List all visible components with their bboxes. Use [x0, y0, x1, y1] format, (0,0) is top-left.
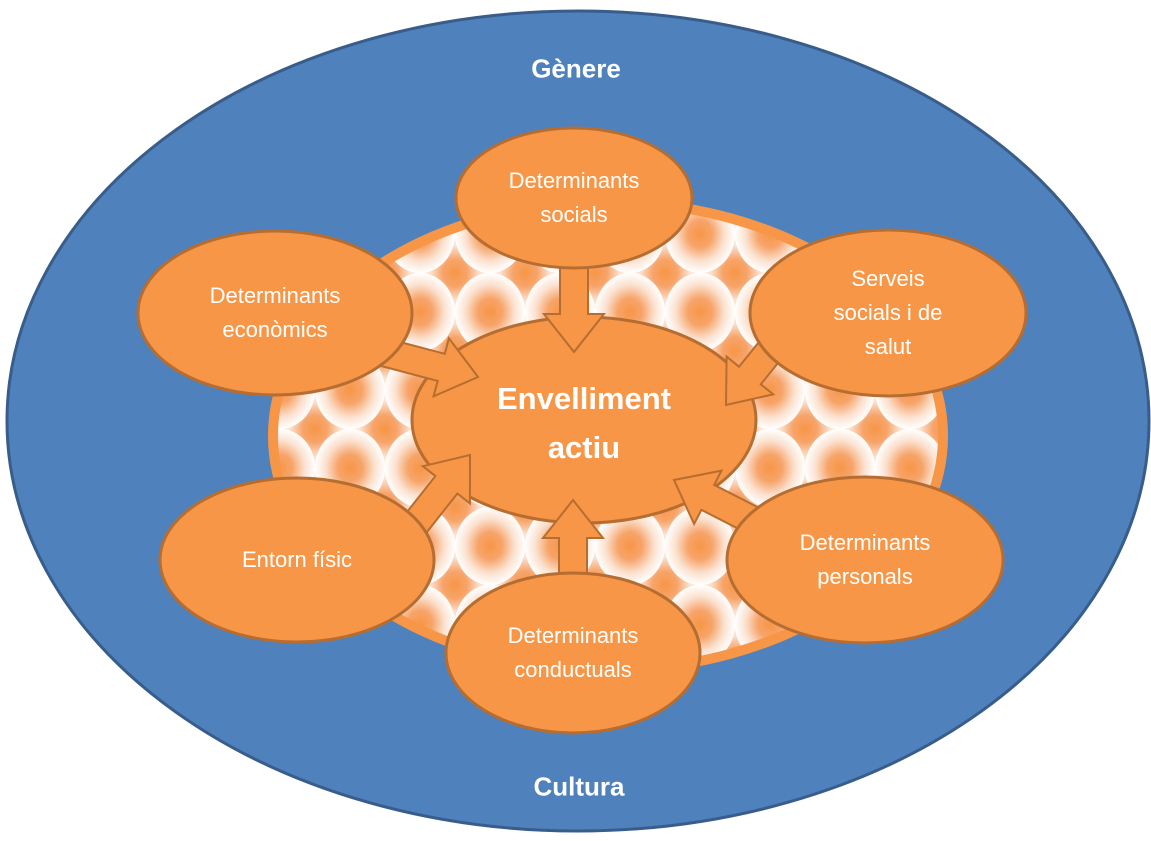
nodes-group — [136, 126, 1028, 735]
arrows-group — [378, 261, 794, 581]
node-ellipse-determinants-personals — [725, 475, 1005, 645]
node-ellipse-entorn-fisic — [158, 476, 436, 644]
arrow-determinants-socials — [541, 261, 607, 354]
node-ellipse-determinants-socials — [454, 126, 694, 270]
node-ellipse-determinants-economics — [136, 229, 414, 397]
node-ellipse-determinants-conductuals — [444, 571, 702, 735]
node-ellipse-serveis-socials-salut — [748, 228, 1028, 398]
